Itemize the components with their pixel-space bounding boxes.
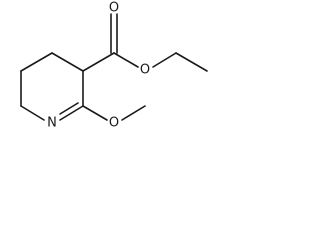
bond-methoxy-oxygen-methyl: [121, 105, 146, 121]
bond-ethyl-ch2-ch3: [175, 52, 208, 72]
methoxy-bonds: [82, 105, 146, 121]
bond-c6-n1: [20, 105, 45, 121]
bond-n1-c2: [59, 105, 84, 121]
bond-c2-methoxy-oxygen: [82, 105, 108, 121]
bond-c3-c4: [51, 52, 84, 72]
bond-c3-carbonyl-carbon: [82, 52, 115, 72]
bond-ester-oxygen-ethyl-ch2: [152, 52, 177, 68]
ester-bonds: [82, 13, 208, 72]
carbonyl-oxygen-label: O: [109, 1, 119, 16]
chemical-structure: O O N O: [20, 1, 208, 131]
bond-c4-c5: [20, 52, 53, 72]
ring-nitrogen-label: N: [47, 116, 57, 131]
ester-oxygen-label: O: [140, 63, 150, 78]
bond-n1-c2-double: [59, 102, 79, 115]
ring-bonds: [20, 52, 84, 121]
bond-carbonyl-carbon-ester-oxygen: [113, 52, 139, 68]
methoxy-oxygen-label: O: [109, 116, 119, 131]
atom-labels: O O N O: [47, 1, 150, 131]
